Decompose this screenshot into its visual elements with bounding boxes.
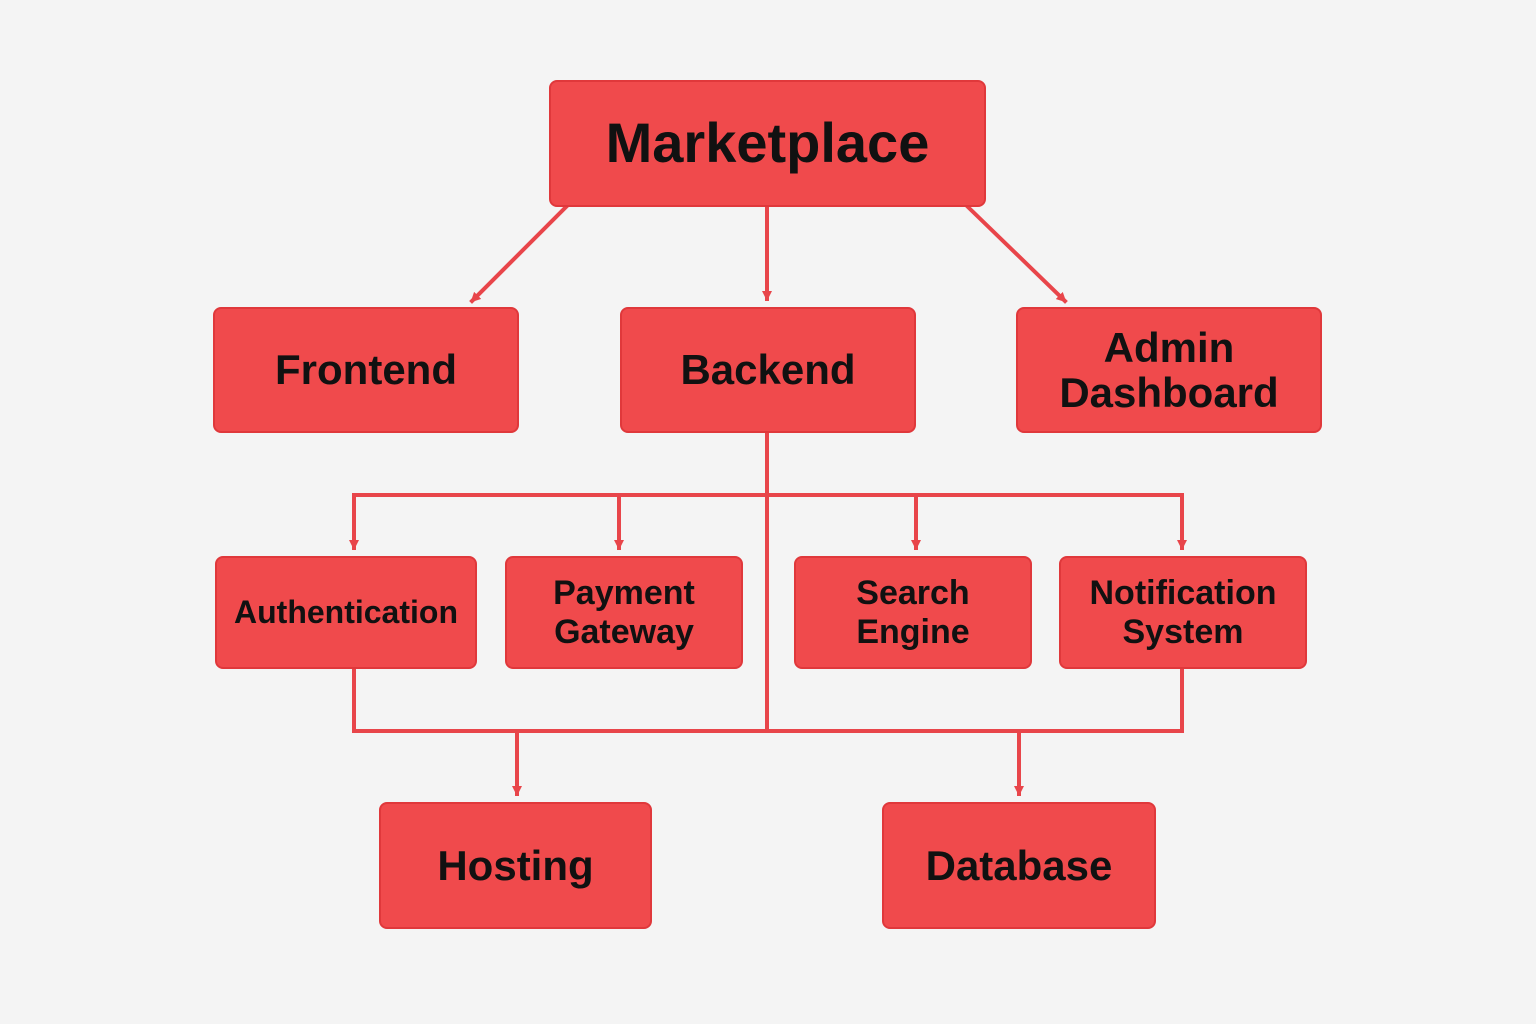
node-frontend: Frontend bbox=[213, 307, 519, 433]
node-database: Database bbox=[882, 802, 1156, 929]
node-payment-gateway: Payment Gateway bbox=[505, 556, 743, 669]
node-notification-system: Notification System bbox=[1059, 556, 1307, 669]
edge-marketplace-frontend bbox=[469, 204, 569, 304]
edge-marketplace-admin bbox=[965, 204, 1068, 304]
node-backend: Backend bbox=[620, 307, 916, 433]
node-hosting: Hosting bbox=[379, 802, 652, 929]
node-authentication: Authentication bbox=[215, 556, 477, 669]
node-admin-dashboard: Admin Dashboard bbox=[1016, 307, 1322, 433]
node-marketplace: Marketplace bbox=[549, 80, 986, 207]
node-search-engine: Search Engine bbox=[794, 556, 1032, 669]
